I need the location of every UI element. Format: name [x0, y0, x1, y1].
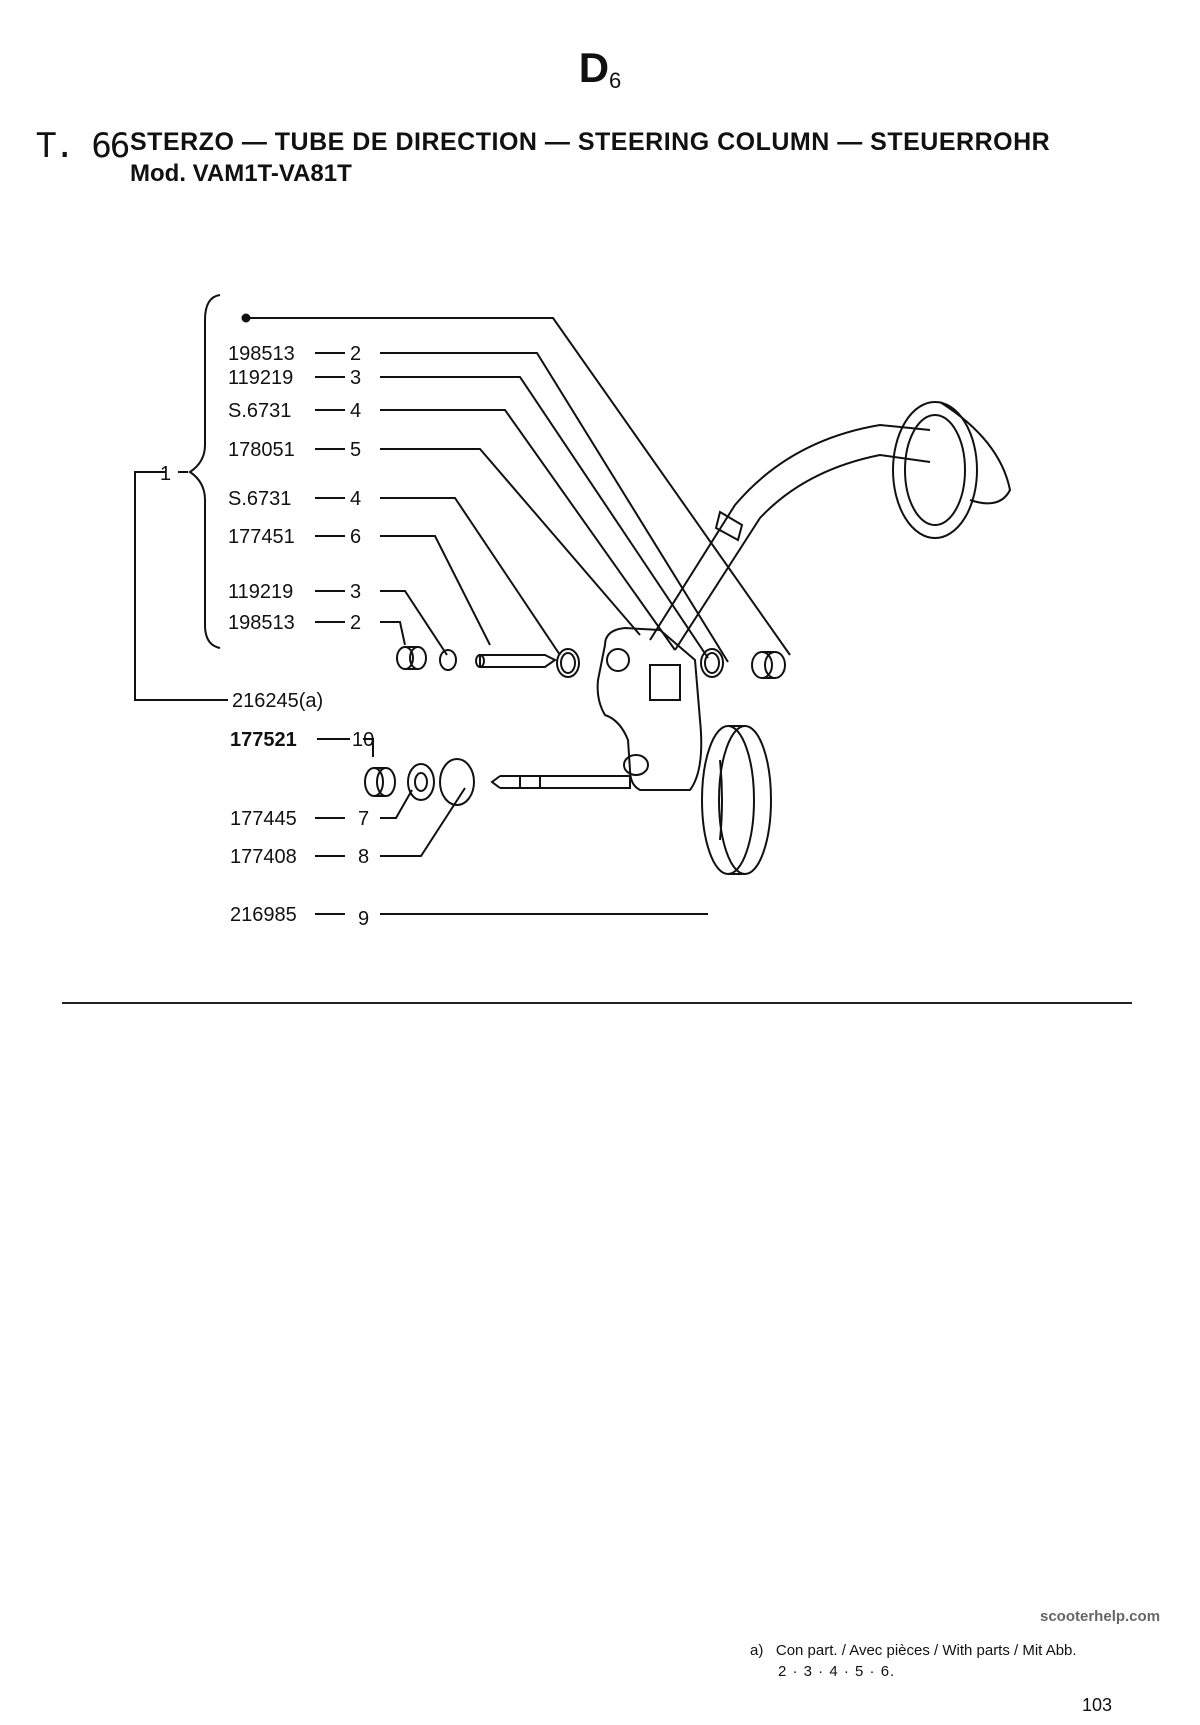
part-code-label: 198513: [228, 343, 295, 365]
part-code-label: 198513: [228, 612, 295, 634]
footnote-parts-list: 2 · 3 · 4 · 5 · 6.: [778, 1663, 896, 1680]
part-ref-label: 7: [358, 808, 369, 830]
ring-4-right: [700, 648, 724, 678]
steering-column-tube: [649, 401, 1012, 651]
section-divider: [62, 1002, 1132, 1004]
part-ref-label: 4: [350, 400, 361, 422]
part-code-label: S.6731: [228, 400, 291, 422]
watermark: scooterhelp.com: [1040, 1608, 1161, 1625]
bracket-part-labels: 1 198513 2 119219 3 S.6731 4 178051 5 S.…: [160, 343, 361, 712]
footnote-marker: a): [750, 1642, 764, 1659]
part-ref-label: 2: [350, 343, 361, 365]
part-code-label: 216985: [230, 904, 297, 926]
part-code-label: 177408: [230, 846, 297, 868]
group-part-label: 216245(a): [232, 690, 323, 712]
group-bracket-line: [134, 471, 228, 701]
part-code-label: 119219: [228, 581, 293, 603]
bushing-10: [364, 767, 396, 797]
page-code-letter: D: [578, 44, 610, 91]
page-title: STERZO — TUBE DE DIRECTION — STEERING CO…: [130, 128, 1051, 156]
brake-drum-9: [701, 725, 772, 875]
bushing-2-right: [751, 651, 786, 679]
part-ref-label: 4: [350, 488, 361, 510]
table-number: T. 66: [36, 126, 130, 166]
part-code-label: 119219: [228, 367, 293, 389]
part-code-label: 177445: [230, 808, 297, 830]
part-code-label: 177521: [230, 729, 297, 751]
part-code-label: 177451: [228, 526, 295, 548]
model-subtitle: Mod. VAM1T-VA81T: [130, 160, 352, 187]
part-code-label: 178051: [228, 439, 295, 461]
pin-6: [475, 654, 557, 668]
part-ref-label: 3: [350, 367, 361, 389]
part-ref-label: 10: [352, 729, 374, 751]
bushing-2-left: [396, 646, 427, 670]
page-number: 103: [1082, 1695, 1113, 1715]
fork-arm: [596, 626, 703, 791]
group-brace: [188, 294, 221, 649]
part-ref-label: 9: [358, 908, 369, 930]
washer-7: [407, 763, 435, 801]
part-ref-label: 5: [350, 439, 361, 461]
exploded-parts-diagram: 1 198513 2 119219 3 S.6731 4 178051 5 S.…: [134, 294, 1012, 930]
page-code-subscript: 6: [609, 68, 622, 93]
part-ref-label: 2: [350, 612, 361, 634]
ring-3-left: [439, 649, 457, 671]
stub-axle: [490, 775, 631, 789]
part-ref-label: 3: [350, 581, 361, 603]
footnote: a) Con part. / Avec pièces / With parts …: [750, 1642, 1077, 1659]
cap-8: [439, 758, 475, 806]
part-code-label: S.6731: [228, 488, 291, 510]
group-ref-label: 1: [160, 463, 171, 485]
footnote-text: Con part. / Avec pièces / With parts / M…: [775, 1642, 1077, 1659]
part-ref-label: 8: [358, 846, 369, 868]
page-code: D6: [0, 44, 1200, 93]
part-ref-label: 6: [350, 526, 361, 548]
loose-part-labels: 177521 10 177445 7 177408 8 216985 9: [230, 729, 374, 930]
ring-4-left: [556, 648, 580, 678]
